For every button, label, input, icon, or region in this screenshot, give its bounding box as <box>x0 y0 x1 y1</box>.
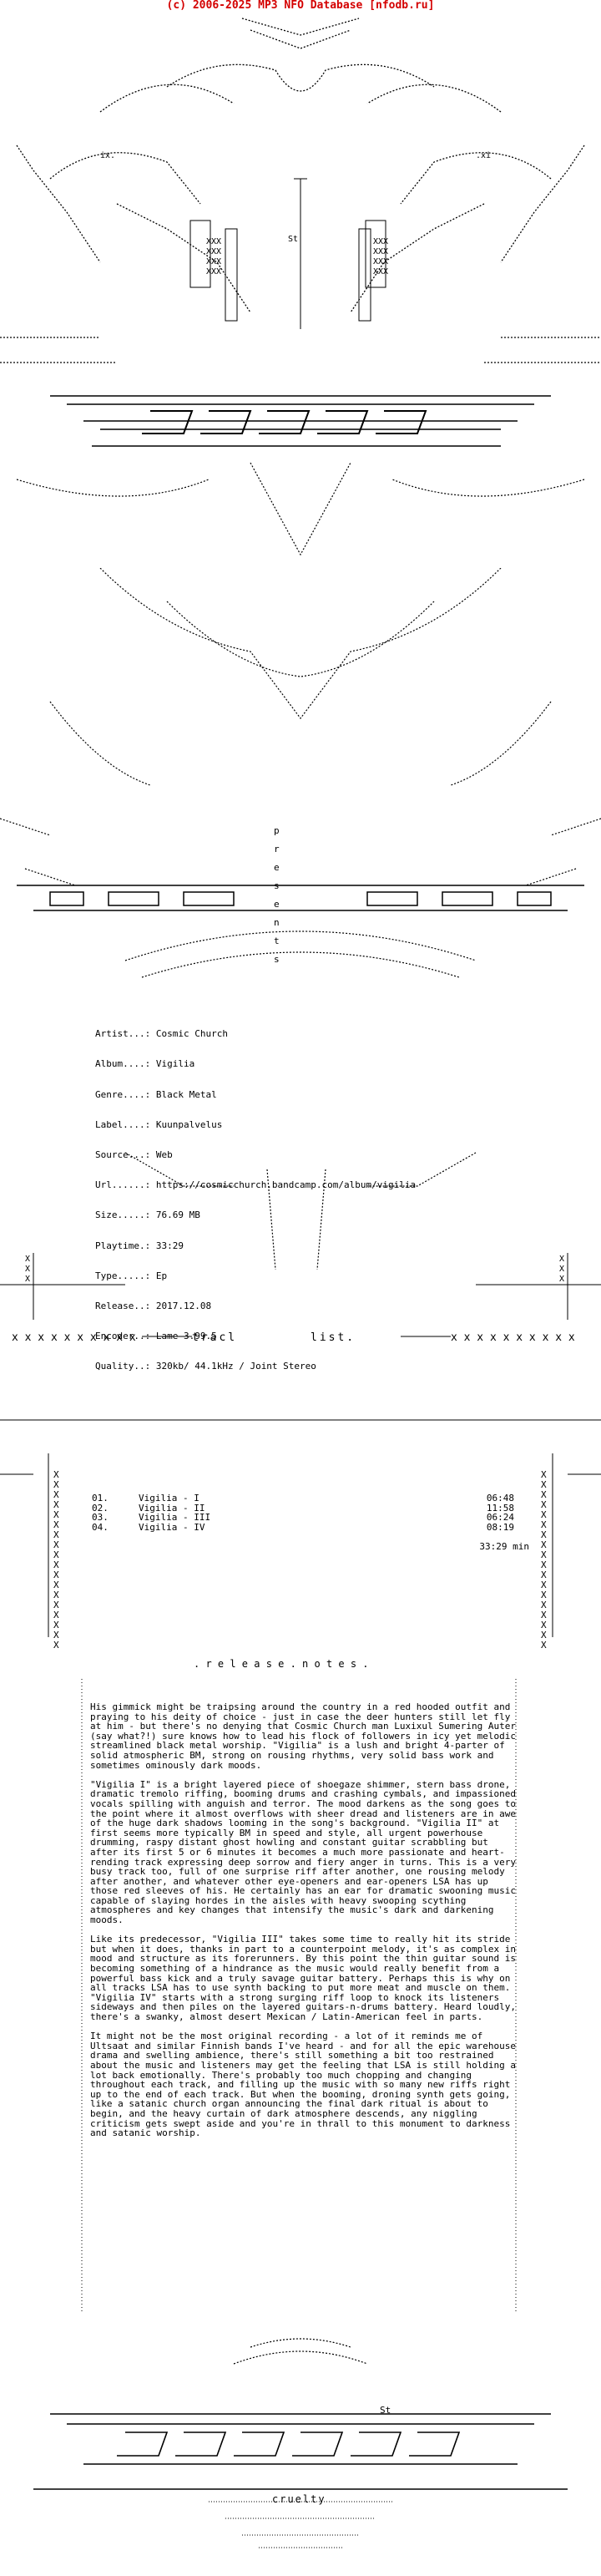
svg-text:St: St <box>288 235 298 244</box>
info-row-quality: Quality..: 320kb/ 44.1kHz / Joint Stereo <box>95 1361 316 1372</box>
svg-text:XXX: XXX <box>206 257 221 266</box>
svg-text:.xi: .xi <box>476 151 491 160</box>
svg-text:XXX: XXX <box>206 247 221 256</box>
footer-logo-art <box>33 2338 568 2548</box>
svg-text:X: X <box>25 1255 30 1264</box>
info-row-url[interactable]: Url......: https://cosmicchurch.bandcamp… <box>95 1179 417 1191</box>
presents-letter: s <box>274 954 280 965</box>
left-x-column: X X X X X X X X X X X X X X X X X X <box>53 1469 59 1651</box>
svg-text:X: X <box>559 1275 564 1284</box>
x-row-right: x x x x x x x x x x <box>451 1331 575 1344</box>
svg-text:XXX: XXX <box>373 247 388 256</box>
track-total-row: 33:29 min <box>479 1540 529 1552</box>
notes-frame-art <box>81 1679 517 2314</box>
presents-letter: r <box>274 844 280 854</box>
svg-text:XXX: XXX <box>206 237 221 246</box>
presents-letter: p <box>274 825 280 836</box>
svg-text:ix.: ix. <box>100 151 115 160</box>
release-info: Artist...: Cosmic Church Album....: Vigi… <box>95 1009 416 1382</box>
info-row-size: Size.....: 76.69 MB <box>95 1209 200 1221</box>
info-row-artist: Artist...: Cosmic Church <box>95 1028 228 1040</box>
release-notes-paragraph: Like its predecessor, "Vigilia III" take… <box>90 1934 516 2022</box>
presents-art <box>0 568 601 978</box>
info-row-source: Source...: Web <box>95 1149 173 1160</box>
site-credit: (c) 2006-2025 MP3 NFO Database [nfodb.ru… <box>166 0 435 12</box>
track-row: 04. Vigilia - IV 08:19 <box>92 1521 514 1533</box>
release-notes-paragraph: "Vigilia I" is a bright layered piece of… <box>90 1778 516 1926</box>
signature: St <box>380 2405 391 2416</box>
svg-text:X: X <box>559 1265 564 1274</box>
svg-text:X: X <box>25 1275 30 1284</box>
presents-letter: e <box>274 899 280 910</box>
presents-letter: e <box>274 862 280 873</box>
tracklist-heading-left: tracl <box>192 1331 238 1344</box>
release-notes-paragraph: It might not be the most original record… <box>90 2031 516 2139</box>
info-row-release: Release..: 2017.12.08 <box>95 1300 212 1311</box>
svg-text:X: X <box>559 1255 564 1264</box>
track-row: 02. Vigilia - II 11:58 <box>92 1502 514 1514</box>
release-notes-paragraph: His gimmick might be traipsing around th… <box>90 1701 516 1771</box>
release-notes: His gimmick might be traipsing around th… <box>90 1702 516 2148</box>
info-row-type: Type.....: Ep <box>95 1270 168 1281</box>
presents-letter: s <box>274 880 280 891</box>
presents-letter: t <box>274 936 280 946</box>
footer-word: cruelty <box>272 2493 326 2505</box>
svg-text:XXX: XXX <box>373 237 388 246</box>
right-x-column: X X X X X X X X X X X X X X X X X X <box>541 1469 547 1651</box>
svg-text:XXX: XXX <box>206 267 221 276</box>
tracklist-frame-art: XXX XXX <box>0 1152 601 1637</box>
svg-text:XXX: XXX <box>373 257 388 266</box>
svg-text:X: X <box>25 1265 30 1274</box>
presents-letter: n <box>274 917 280 928</box>
svg-text:XXX: XXX <box>373 267 388 276</box>
tracklist: 01. Vigilia - I 06:48 02. Vigilia - II 1… <box>92 1493 529 1552</box>
x-row-left: x x x x x x x x x x <box>12 1331 136 1344</box>
tracklist-heading-right: list. <box>311 1331 356 1344</box>
info-row-label: Label....: Kuunpalvelus <box>95 1118 223 1130</box>
info-row-playtime: Playtime.: 33:29 <box>95 1240 184 1251</box>
info-row-genre: Genre....: Black Metal <box>95 1088 217 1100</box>
track-row: 03. Vigilia - III 06:24 <box>92 1512 514 1524</box>
release-notes-heading: . r e l e a s e . n o t e s . <box>194 1658 369 1670</box>
info-row-album: Album....: Vigilia <box>95 1058 195 1070</box>
track-row: 01. Vigilia - I 06:48 <box>92 1493 514 1504</box>
